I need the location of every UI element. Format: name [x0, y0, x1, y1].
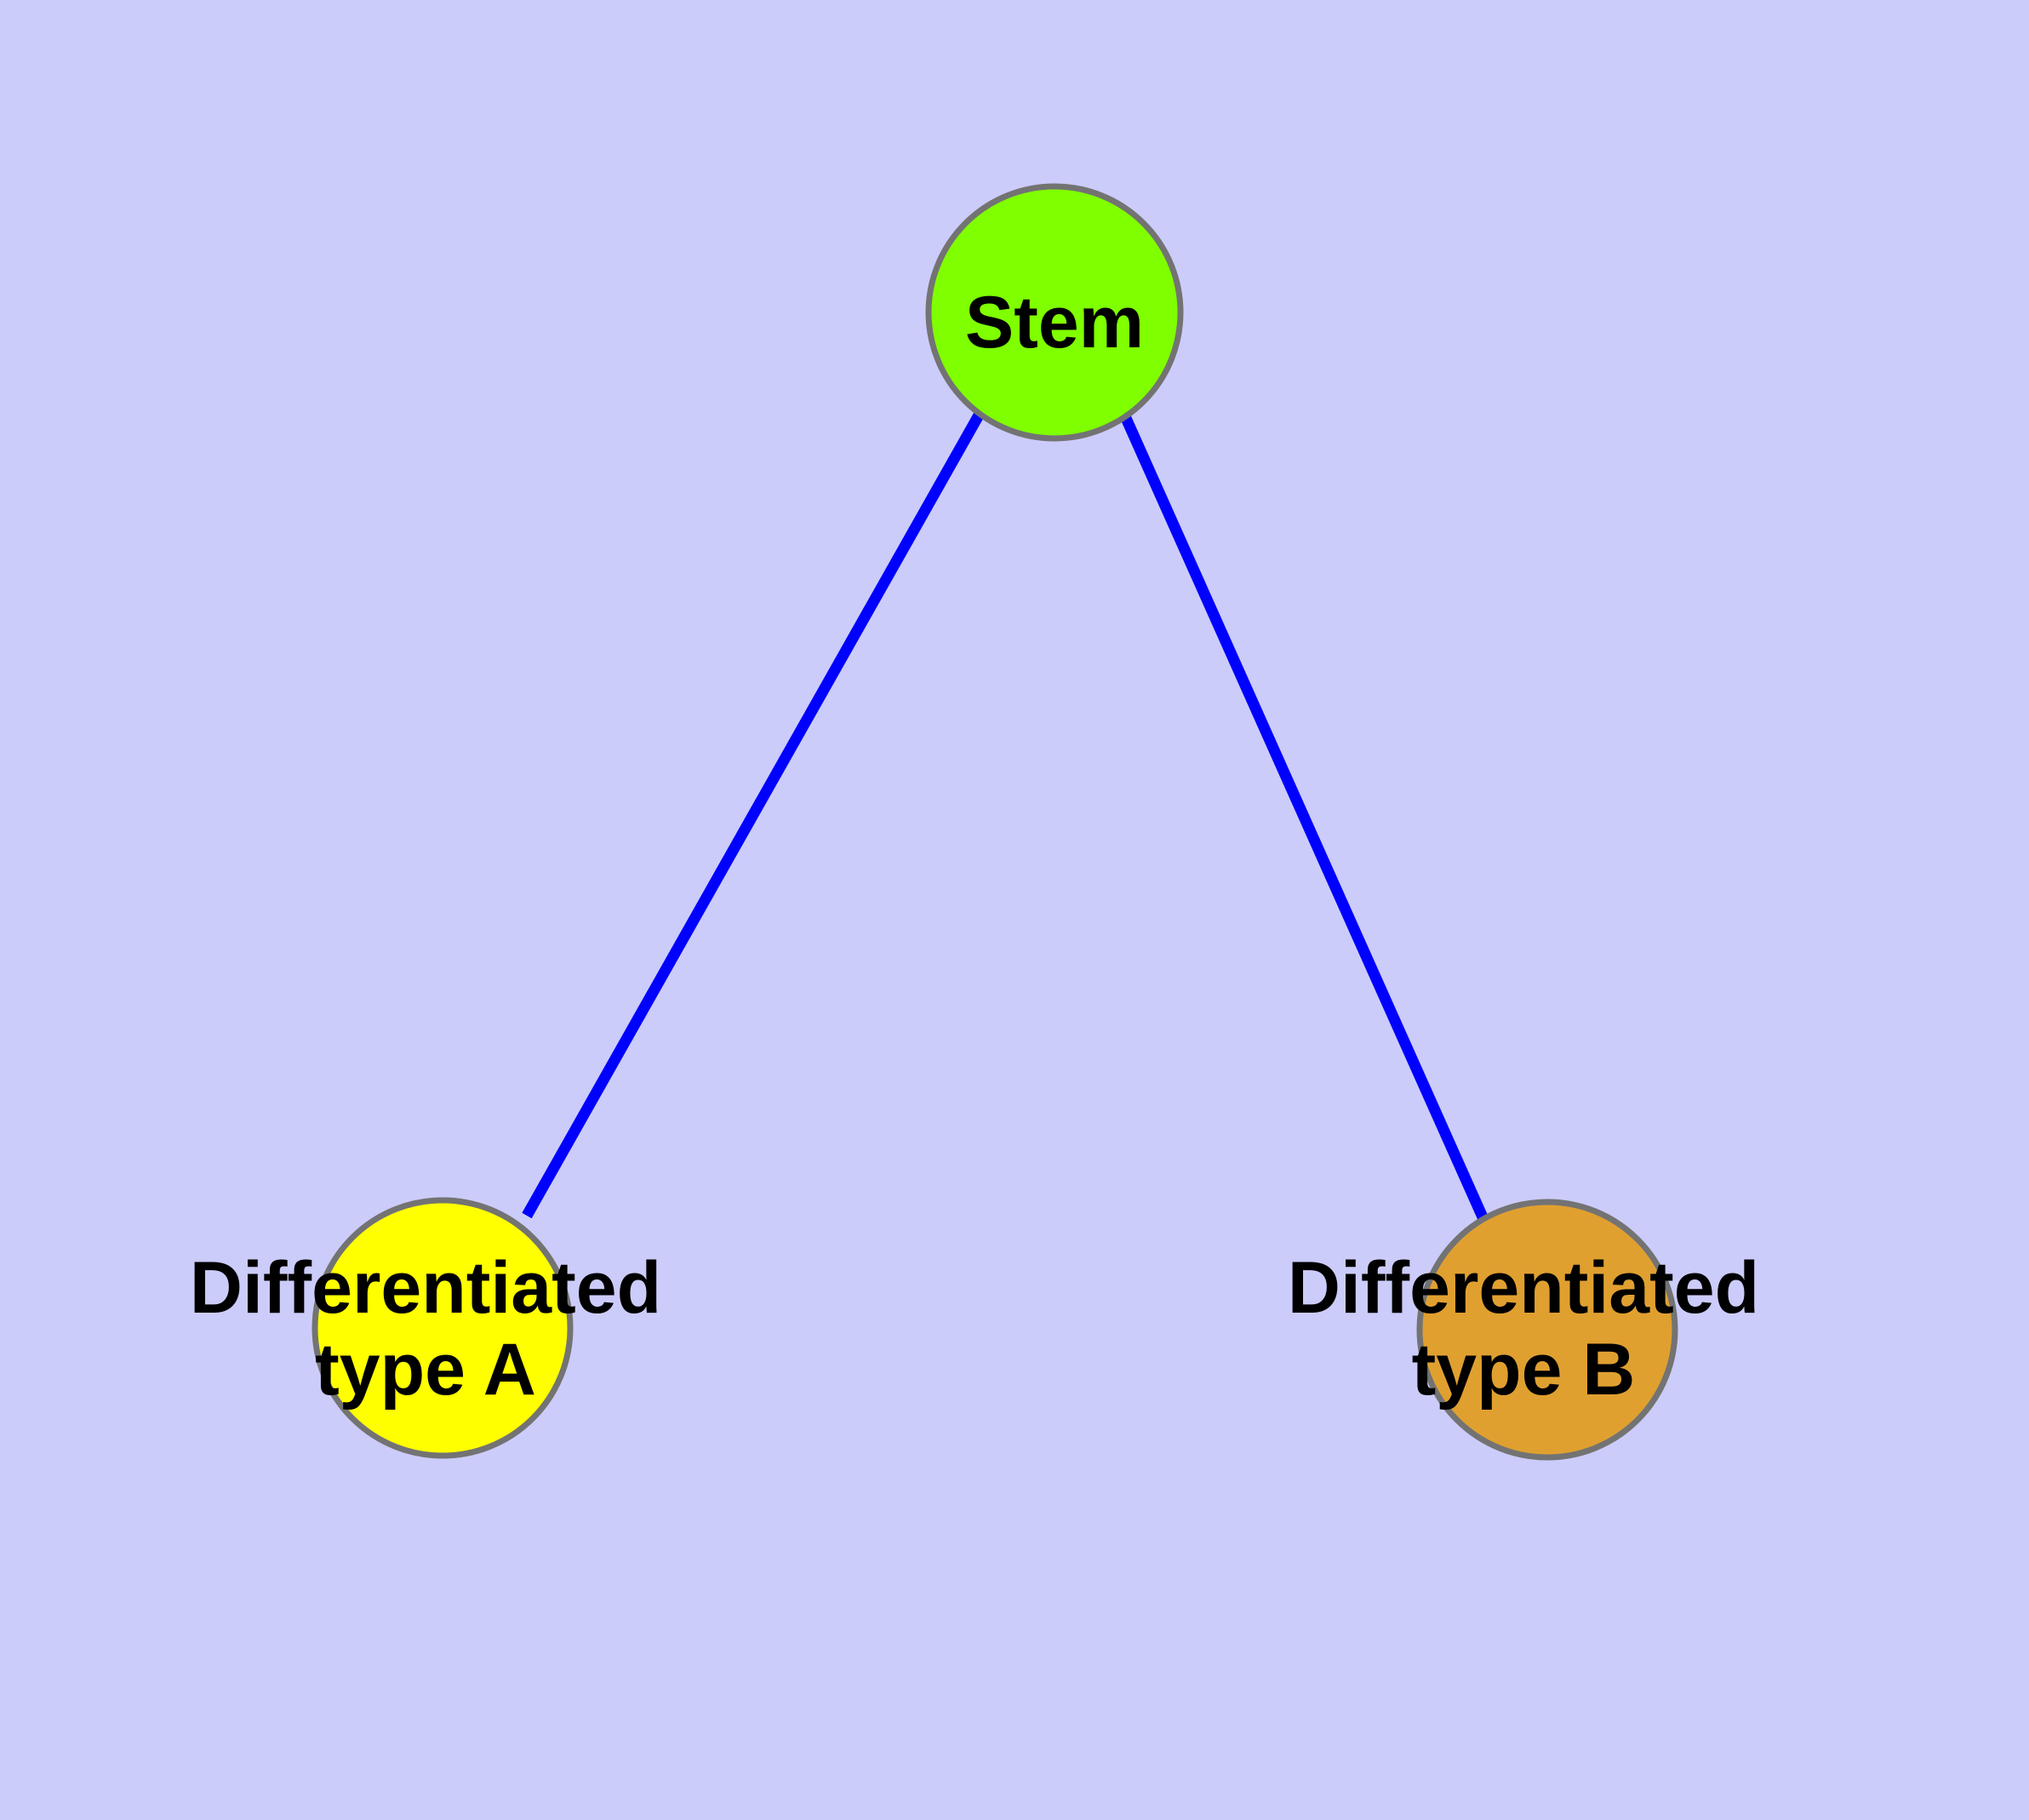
edges-layer — [522, 410, 1489, 1222]
node-label-stem: Stem — [965, 282, 1144, 363]
nodes-layer — [311, 183, 1678, 1461]
node-label-line: type B — [1412, 1329, 1636, 1411]
graph-node-diff-a[interactable] — [311, 1197, 574, 1459]
node-label-line: Differentiated — [1288, 1247, 1759, 1329]
graph-node-stem[interactable] — [925, 183, 1184, 442]
node-label-line: Stem — [965, 282, 1144, 363]
graph-node-diff-b[interactable] — [1416, 1199, 1678, 1461]
graph-edge-stem-to-diff-a[interactable] — [522, 410, 985, 1219]
node-label-line: type A — [315, 1329, 536, 1411]
graph-edge-stem-to-diff-b[interactable] — [1120, 414, 1489, 1222]
node-label-line: Differentiated — [190, 1247, 661, 1329]
